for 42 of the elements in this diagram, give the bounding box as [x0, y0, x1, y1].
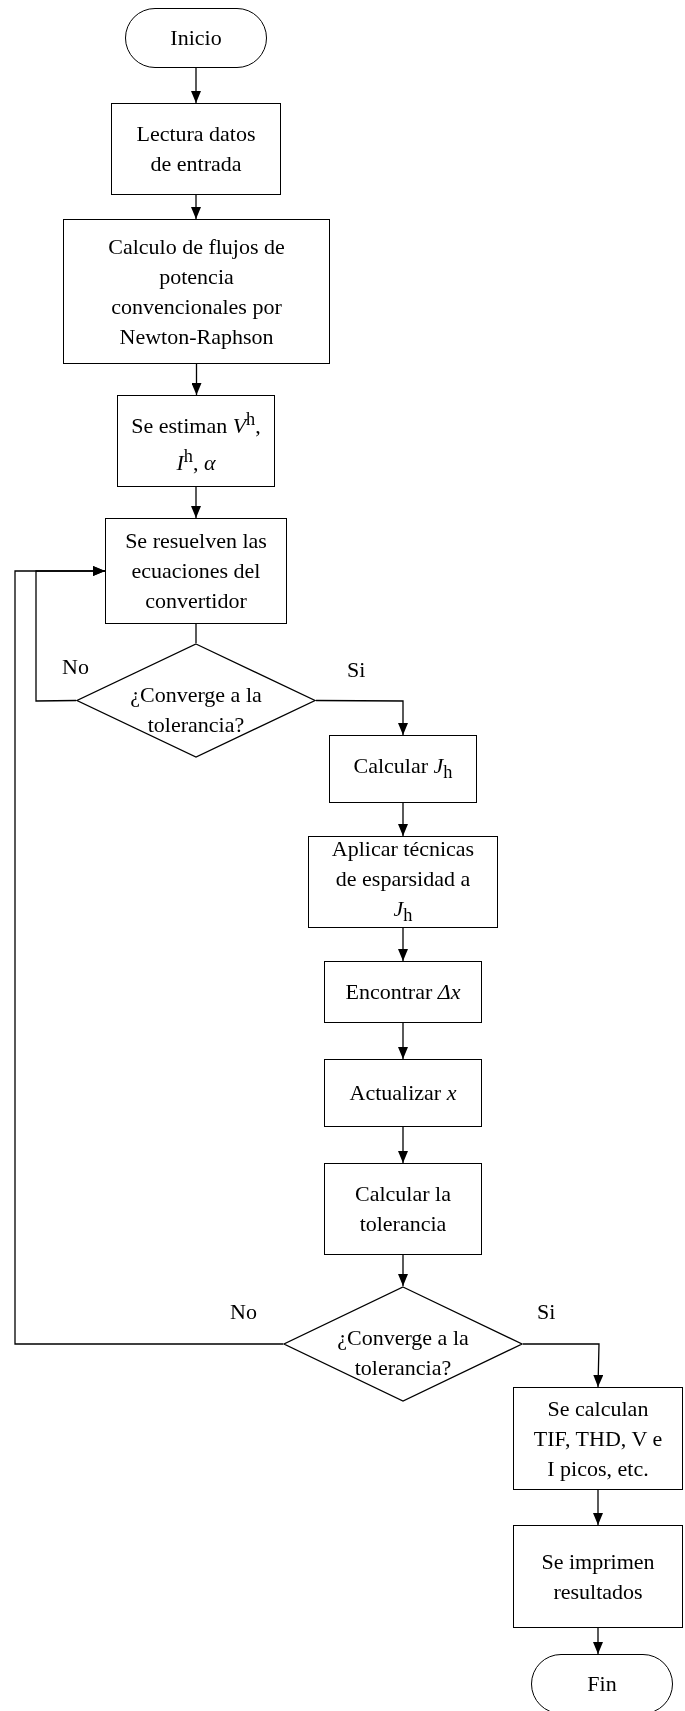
arrow	[191, 486, 201, 519]
node-text: Se estiman V$^{h}$, I$^{h}$, α	[130, 407, 262, 478]
node-text: Fin	[587, 1670, 617, 1698]
node-text: Calculo de flujos de potencia convencionales por Newton-Raphson	[107, 232, 286, 351]
node-text: Se resuelven las ecuaciones del convertidor	[124, 527, 268, 615]
process-box	[324, 1059, 482, 1127]
node-text: Encontrar Δx	[345, 978, 461, 1006]
process-box	[513, 1525, 683, 1628]
process-box	[308, 836, 498, 928]
node-text: Calcular la tolerancia	[354, 1180, 452, 1238]
process-box	[324, 1163, 482, 1255]
decision-diamond	[283, 1286, 523, 1402]
process-box	[111, 103, 281, 195]
arrow	[593, 1627, 603, 1655]
node-text: Lectura datos de entrada	[135, 120, 257, 178]
arrow	[398, 802, 408, 837]
arrow	[315, 699, 408, 736]
arrow	[522, 1343, 604, 1388]
process-box	[324, 961, 482, 1023]
arrow	[398, 1254, 408, 1287]
node-text: Inicio	[170, 24, 222, 52]
arrow	[593, 1489, 603, 1526]
arrow	[191, 363, 202, 396]
process-box	[63, 219, 330, 364]
arrow	[398, 1022, 408, 1060]
process-box	[513, 1387, 683, 1490]
node-text: Se calculan TIF, THD, V e I picos, etc.	[532, 1394, 664, 1483]
arrow	[191, 67, 201, 104]
node-text: Actualizar x	[349, 1079, 457, 1107]
node-text: ¿Converge a la tolerancia?	[336, 1324, 470, 1382]
arrow	[191, 194, 201, 220]
arrow	[398, 927, 408, 962]
process-box	[329, 735, 477, 803]
arrow	[14, 566, 284, 1345]
node-text: Aplicar técnicas de esparsidad a J$_{h}$	[330, 834, 476, 928]
node-text: Se imprimen resultados	[540, 1547, 656, 1606]
arrow	[398, 1126, 408, 1164]
process-box	[117, 395, 275, 487]
node-text: ¿Converge a la tolerancia?	[129, 680, 263, 739]
node-text: Calcular J$_{h}$	[353, 751, 453, 785]
process-box	[105, 518, 287, 624]
connector-line	[195, 623, 197, 644]
